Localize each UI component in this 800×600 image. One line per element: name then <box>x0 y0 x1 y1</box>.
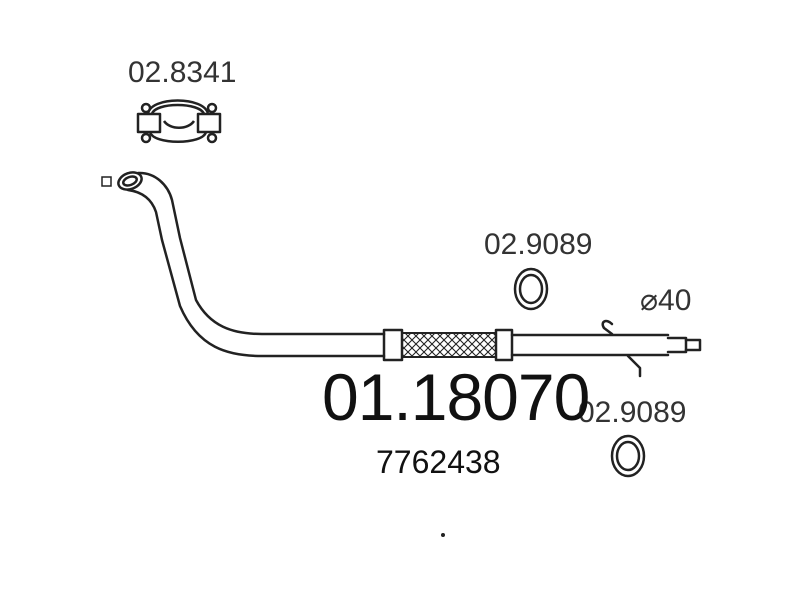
front-pipe <box>117 171 702 378</box>
gasket-ring-icon <box>610 434 646 478</box>
clamp-icon <box>136 99 222 144</box>
gasket-ring-icon <box>513 267 549 311</box>
gasket-lower-code-label: 02.9089 <box>578 396 687 429</box>
dot-mark <box>441 533 445 537</box>
flange-square-icon <box>101 176 112 187</box>
clamp-code-label: 02.8341 <box>128 56 237 89</box>
oem-number-label: 7762438 <box>376 444 501 480</box>
flex-section-icon <box>401 332 497 358</box>
diameter-label: ⌀40 <box>640 284 692 317</box>
gasket-upper-code-label: 02.9089 <box>484 228 593 261</box>
part-number-title: 01.18070 <box>322 360 590 434</box>
